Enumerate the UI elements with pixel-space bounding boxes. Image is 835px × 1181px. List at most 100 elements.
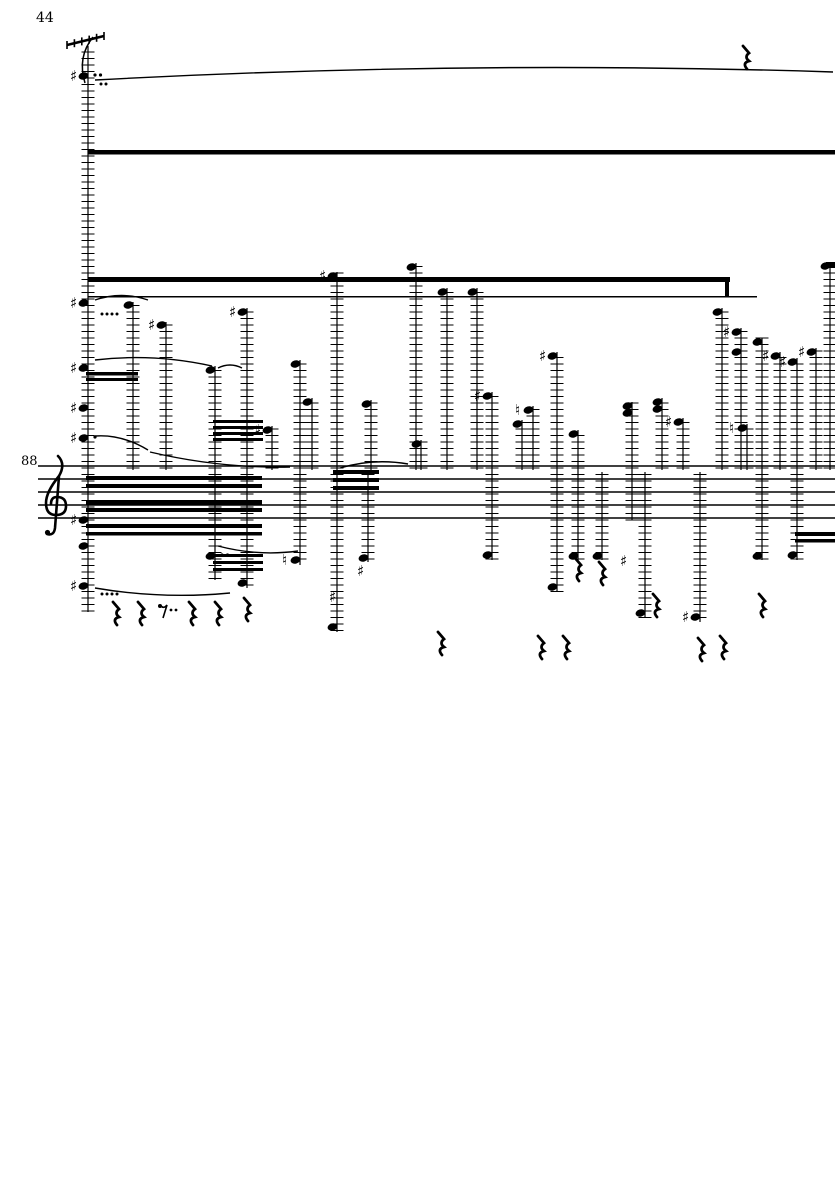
sharp-accidental: ♯ xyxy=(474,387,481,405)
note-head xyxy=(78,434,89,442)
note-head xyxy=(622,402,633,410)
note-column: ♯ xyxy=(148,316,173,470)
note-head xyxy=(752,552,763,560)
note-head xyxy=(156,321,167,329)
augmentation-dot xyxy=(115,312,119,316)
note-column: ♯ xyxy=(229,303,254,588)
quarter-rest xyxy=(718,634,729,661)
note-head xyxy=(467,288,478,296)
note-head xyxy=(78,404,89,412)
beam xyxy=(213,420,263,423)
augmentation-dot xyxy=(174,608,178,612)
sharp-accidental: ♯ xyxy=(762,347,769,365)
note-column xyxy=(592,472,609,560)
note-head xyxy=(820,262,831,270)
slur xyxy=(217,364,243,369)
note-column xyxy=(467,288,484,470)
beam xyxy=(86,532,262,536)
slur xyxy=(94,66,834,81)
note-column: ♯ xyxy=(779,353,804,560)
beam xyxy=(88,296,757,298)
beam xyxy=(86,372,138,376)
sharp-accidental: ♯ xyxy=(70,399,77,417)
note-column: ♯ xyxy=(682,472,707,626)
note-head xyxy=(806,348,817,356)
note-head xyxy=(78,516,89,524)
augmentation-dot xyxy=(93,435,97,439)
note-head xyxy=(512,420,523,428)
quarter-rest xyxy=(242,596,253,623)
note-head xyxy=(437,288,448,296)
augmentation-dot xyxy=(110,592,114,596)
measure-number: 88 xyxy=(21,454,38,469)
note-head xyxy=(622,409,633,417)
note-column xyxy=(568,430,585,560)
beam xyxy=(213,438,263,441)
beam xyxy=(86,500,262,505)
sharp-accidental: ♯ xyxy=(70,429,77,447)
grace-beam xyxy=(66,34,105,47)
slur xyxy=(94,587,231,597)
note-column xyxy=(635,472,652,618)
beam xyxy=(333,470,379,474)
note-column xyxy=(752,337,769,560)
quarter-rest xyxy=(561,634,572,661)
note-head xyxy=(262,426,273,434)
quarter-rest xyxy=(536,634,547,661)
note-head xyxy=(327,272,338,280)
sharp-accidental: ♯ xyxy=(539,347,546,365)
note-head xyxy=(547,352,558,360)
note-head xyxy=(770,352,781,360)
note-column xyxy=(358,472,375,562)
note-column xyxy=(361,400,378,470)
page-number: 44 xyxy=(36,10,54,26)
natural-accidental: ♮ xyxy=(282,551,287,569)
quarter-rest xyxy=(436,630,447,657)
augmentation-dot xyxy=(110,312,114,316)
beam xyxy=(213,432,263,435)
beam xyxy=(86,484,262,488)
beam xyxy=(86,476,262,480)
slur xyxy=(94,435,149,451)
note-head xyxy=(652,398,663,406)
note-head xyxy=(302,398,313,406)
augmentation-dot xyxy=(100,592,104,596)
augmentation-dot xyxy=(225,553,230,557)
sharp-accidental: ♯ xyxy=(682,608,689,626)
note-column: ♯ xyxy=(762,347,787,470)
slur xyxy=(94,294,149,301)
augmentation-dot xyxy=(93,73,97,77)
note-head xyxy=(482,392,493,400)
note-column: ♯ xyxy=(798,343,823,470)
note-column xyxy=(622,402,639,521)
quarter-rest xyxy=(111,600,122,627)
note-column: ♯ xyxy=(539,347,564,592)
sharp-accidental: ♯ xyxy=(70,511,77,529)
note-head xyxy=(673,418,684,426)
slur xyxy=(339,461,409,469)
beam xyxy=(88,277,730,282)
slur xyxy=(94,356,213,367)
note-head xyxy=(78,364,89,372)
note-head xyxy=(547,583,558,591)
sharp-accidental: ♯ xyxy=(229,303,236,321)
beam xyxy=(86,378,138,381)
note-column xyxy=(302,398,319,470)
slur xyxy=(217,545,299,554)
augmentation-dot xyxy=(105,592,109,596)
sharp-accidental: ♯ xyxy=(779,353,786,371)
augmentation-dot xyxy=(220,553,224,557)
grace-slur xyxy=(81,36,94,84)
note-column: ♮ xyxy=(729,419,754,470)
sharp-accidental: ♯ xyxy=(329,588,336,606)
beam xyxy=(86,508,262,512)
augmentation-dot xyxy=(98,73,103,77)
note-head xyxy=(737,424,748,432)
eighth-rest-stem xyxy=(160,604,168,619)
augmentation-dot xyxy=(169,608,173,612)
beam xyxy=(88,150,835,155)
note-head xyxy=(290,556,301,564)
note-head xyxy=(237,579,248,587)
note-column xyxy=(512,420,529,470)
